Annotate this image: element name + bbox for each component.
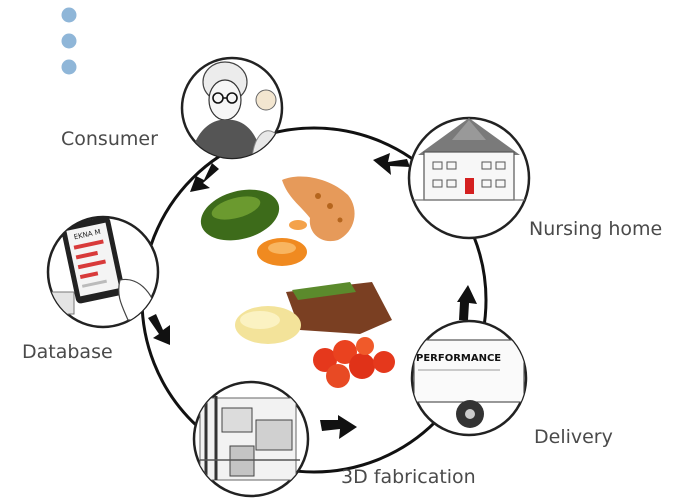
database-illustration: EKNA M <box>46 215 160 329</box>
arrow-fab-to-delivery <box>320 415 357 439</box>
arrow-nursing-to-consumer <box>373 153 410 175</box>
bullet-list-dots <box>61 7 77 75</box>
delivery-illustration: PERFORMANCE <box>410 319 528 437</box>
consumer-illustration <box>180 56 284 160</box>
label-database: Database <box>22 341 113 363</box>
arrow-delivery-to-nursing <box>457 285 477 320</box>
chicken-piece <box>282 176 355 242</box>
label-delivery: Delivery <box>534 426 613 448</box>
label-nursing-home: Nursing home <box>529 218 663 240</box>
truck-brand: PERFORMANCE <box>416 353 501 364</box>
arrow-consumer-to-database <box>190 163 219 192</box>
truck-icon <box>413 339 525 403</box>
cycle-arrows <box>148 153 477 439</box>
label-3d-fabrication: 3D fabrication <box>341 466 476 488</box>
printed-food <box>200 176 395 388</box>
fabrication-illustration <box>192 380 310 498</box>
label-consumer: Consumer <box>61 128 158 150</box>
tomato-puree <box>313 348 337 372</box>
caregiver-icon <box>255 89 277 111</box>
door-icon <box>465 178 474 194</box>
nursing-home-illustration <box>407 116 531 240</box>
bullet-dot <box>61 33 77 49</box>
bullet-dot <box>61 59 77 75</box>
arrow-database-to-fab <box>148 314 170 345</box>
bullet-dot <box>61 7 77 23</box>
